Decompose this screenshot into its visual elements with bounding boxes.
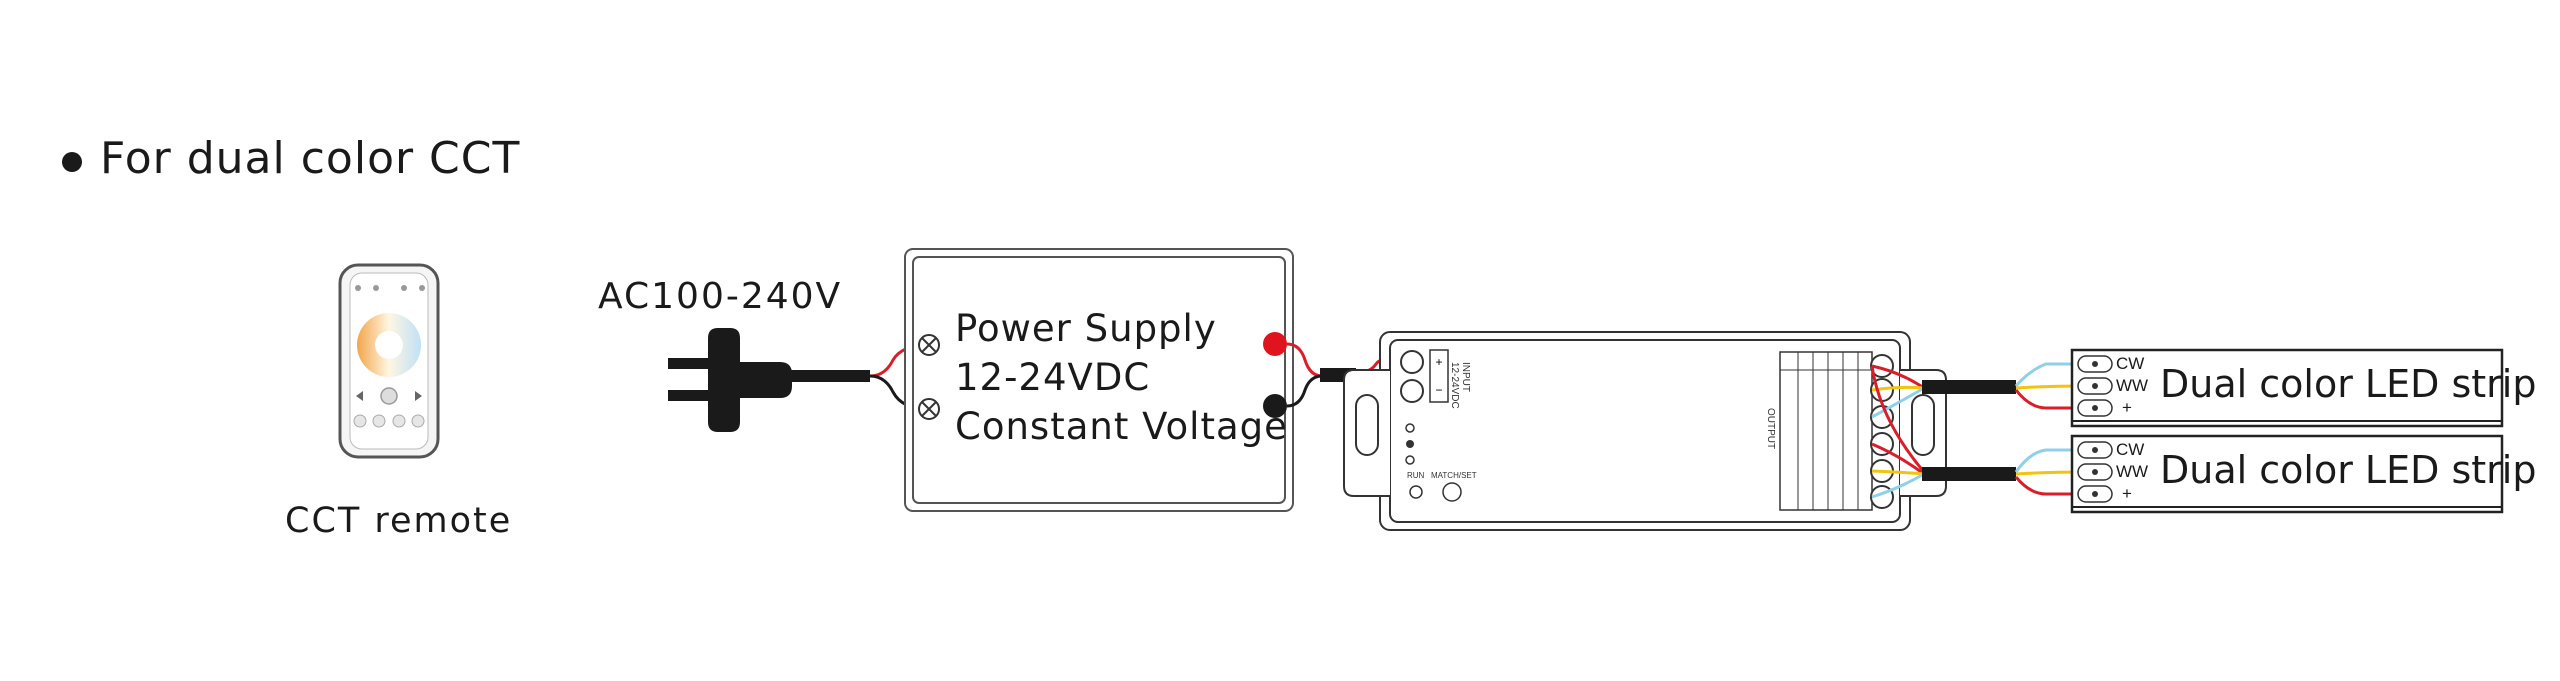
strip-1-cw-label: CW — [2116, 354, 2145, 373]
strip-1-plus-label: + — [2122, 398, 2132, 417]
remote-icon — [338, 263, 440, 459]
strip-1-label: Dual color LED strip — [2160, 362, 2537, 406]
svg-text:+: + — [1435, 355, 1442, 369]
strip-2-label: Dual color LED strip — [2160, 448, 2537, 492]
strip-2-plus-label: + — [2122, 484, 2132, 503]
matchset-label: MATCH/SET — [1431, 471, 1477, 480]
led-strip-1 — [2070, 348, 2504, 428]
controller-input-label: INPUT — [1460, 362, 1471, 392]
power-supply-title: Power Supply — [955, 307, 1217, 350]
power-supply-type: Constant Voltage — [955, 405, 1288, 448]
remote-label: CCT remote — [285, 501, 513, 541]
led-strip-2 — [2070, 434, 2504, 514]
strip-1-ww-label: WW — [2116, 376, 2149, 395]
ac-voltage-label: AC100-240V — [598, 276, 843, 317]
controller-input-voltage: 12-24VDC — [1449, 362, 1460, 409]
run-label: RUN — [1407, 471, 1425, 480]
section-heading: For dual color CCT — [100, 133, 521, 184]
controller-box: + − — [1343, 331, 1947, 531]
power-supply-voltage: 12-24VDC — [955, 356, 1151, 399]
bullet-icon — [62, 152, 82, 172]
ac-plug-icon — [668, 328, 870, 432]
strip-2-cw-label: CW — [2116, 440, 2145, 459]
power-supply-box — [904, 248, 1294, 512]
svg-text:−: − — [1435, 383, 1442, 397]
strip-2-ww-label: WW — [2116, 462, 2149, 481]
controller-output-label: OUTPUT — [1765, 408, 1776, 449]
